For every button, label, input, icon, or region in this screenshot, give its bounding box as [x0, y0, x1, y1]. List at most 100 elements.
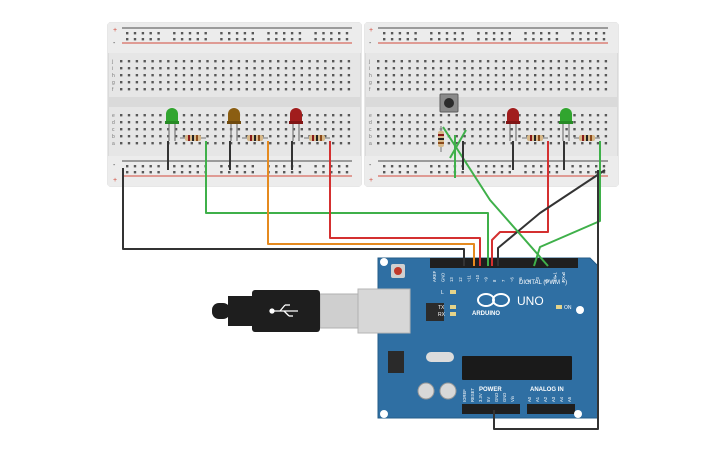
mount-hole — [380, 258, 388, 266]
atmega-chip — [462, 356, 572, 380]
pin-label: ~10 — [475, 274, 480, 282]
row-letter: c — [112, 127, 115, 133]
crystal — [426, 352, 454, 362]
row-letter: b — [369, 134, 372, 140]
leds — [165, 108, 573, 141]
resistors — [180, 126, 600, 152]
row-letter: i — [112, 66, 113, 72]
resistor[interactable] — [574, 135, 600, 141]
analog-header — [527, 404, 575, 414]
pin-label: GND — [494, 393, 499, 402]
row-letter: b — [112, 134, 115, 140]
pin-label: ~5 — [518, 277, 523, 282]
row-letter: a — [112, 141, 115, 147]
arduino-logo-text: ARDUINO — [472, 311, 500, 317]
row-letters: j i h g f e d c b a j i h g f e d c b a — [111, 59, 372, 147]
wire-black-right[interactable] — [497, 169, 606, 266]
pin-label: RX◂0 — [561, 271, 566, 282]
wire-orange-left[interactable] — [267, 141, 475, 266]
led-green-left[interactable] — [165, 108, 179, 141]
pin-label: 2 — [544, 279, 549, 282]
row-letter: e — [112, 113, 115, 119]
wire-green-button[interactable] — [442, 126, 549, 267]
pin-label: A2 — [543, 396, 548, 402]
row-letter: g — [112, 80, 115, 86]
analog-label: ANALOG IN — [530, 387, 564, 393]
rail-minus-label: - — [113, 162, 116, 169]
tx-label: TX — [438, 305, 445, 311]
digital-header — [430, 258, 578, 268]
resistor[interactable] — [242, 135, 268, 141]
row-letter: c — [369, 127, 372, 133]
pin-label: 13 — [449, 277, 454, 282]
pushbutton[interactable] — [439, 93, 459, 113]
pin-label: AREF — [432, 270, 437, 282]
rail-minus-label: - — [369, 162, 372, 169]
row-letter: d — [112, 120, 115, 126]
resistor[interactable] — [304, 135, 330, 141]
row-letter: f — [369, 87, 371, 93]
capacitor — [439, 382, 457, 400]
rail-minus-label: - — [113, 40, 116, 47]
led-tx — [450, 305, 456, 309]
voltage-regulator — [388, 351, 404, 373]
row-letter: i — [369, 66, 370, 72]
resistor[interactable] — [180, 135, 206, 141]
mount-hole — [574, 410, 582, 418]
row-letter: h — [369, 73, 372, 79]
resistor[interactable] — [438, 126, 444, 152]
wire-black-analog[interactable] — [493, 170, 599, 430]
led-rx — [450, 312, 456, 316]
wire-black-gnd-left[interactable] — [122, 168, 465, 266]
rail-minus-label: - — [369, 40, 372, 47]
pin-label: A1 — [535, 396, 540, 402]
wire-red-right[interactable] — [491, 141, 549, 266]
row-letter: a — [369, 141, 372, 147]
digital-label: DIGITAL (PWM ~) — [519, 280, 567, 286]
breadboard-right[interactable]: + - - + — [364, 22, 619, 187]
led-red-left[interactable] — [289, 108, 303, 141]
led-green-right[interactable] — [559, 108, 573, 141]
pin-label: 12 — [458, 277, 463, 282]
rail-plus-label: + — [369, 177, 373, 184]
arduino-logo: ARDUINO — [472, 293, 510, 317]
led-yellow-left[interactable] — [227, 108, 241, 141]
wire-green-left[interactable] — [205, 141, 489, 266]
pin-label: GND — [441, 273, 446, 282]
led-l — [450, 290, 456, 294]
resistor[interactable] — [522, 135, 548, 141]
row-letter: d — [369, 120, 372, 126]
row-letter: g — [369, 80, 372, 86]
breadboard-center-channel — [365, 97, 618, 107]
breadboard-left[interactable]: + - - + — [107, 22, 362, 187]
pin-label: 7 — [501, 279, 506, 282]
rx-label: RX — [438, 312, 446, 318]
wire-red-left[interactable] — [329, 141, 481, 266]
wires — [122, 126, 606, 430]
pin-label: A0 — [527, 396, 532, 402]
power-header — [462, 404, 520, 414]
led-red-right[interactable] — [506, 108, 520, 141]
pin-label: ~9 — [484, 277, 489, 282]
mount-hole — [576, 306, 584, 314]
rail-plus-label: + — [113, 177, 117, 184]
breadboard-holes — [377, 32, 608, 174]
wire-green-right[interactable] — [533, 141, 601, 267]
usb-chip — [426, 303, 444, 321]
pin-label: A4 — [559, 396, 564, 402]
pin-label: ~3 — [535, 277, 540, 282]
pin-label: 5V — [486, 397, 491, 402]
wire-green-button-2[interactable] — [449, 129, 467, 159]
row-letter: j — [368, 59, 370, 65]
row-letter: j — [111, 59, 113, 65]
pin-label: GND — [502, 393, 507, 402]
reset-button-cap[interactable] — [394, 267, 402, 275]
pin-label: A3 — [551, 396, 556, 402]
usb-connector[interactable] — [212, 288, 411, 334]
power-label: POWER — [479, 387, 502, 393]
arduino-uno-board[interactable]: L TX RX ON DIGITAL (PWM ~) POWER ANALOG … — [377, 257, 599, 419]
usb-icon — [269, 304, 298, 317]
